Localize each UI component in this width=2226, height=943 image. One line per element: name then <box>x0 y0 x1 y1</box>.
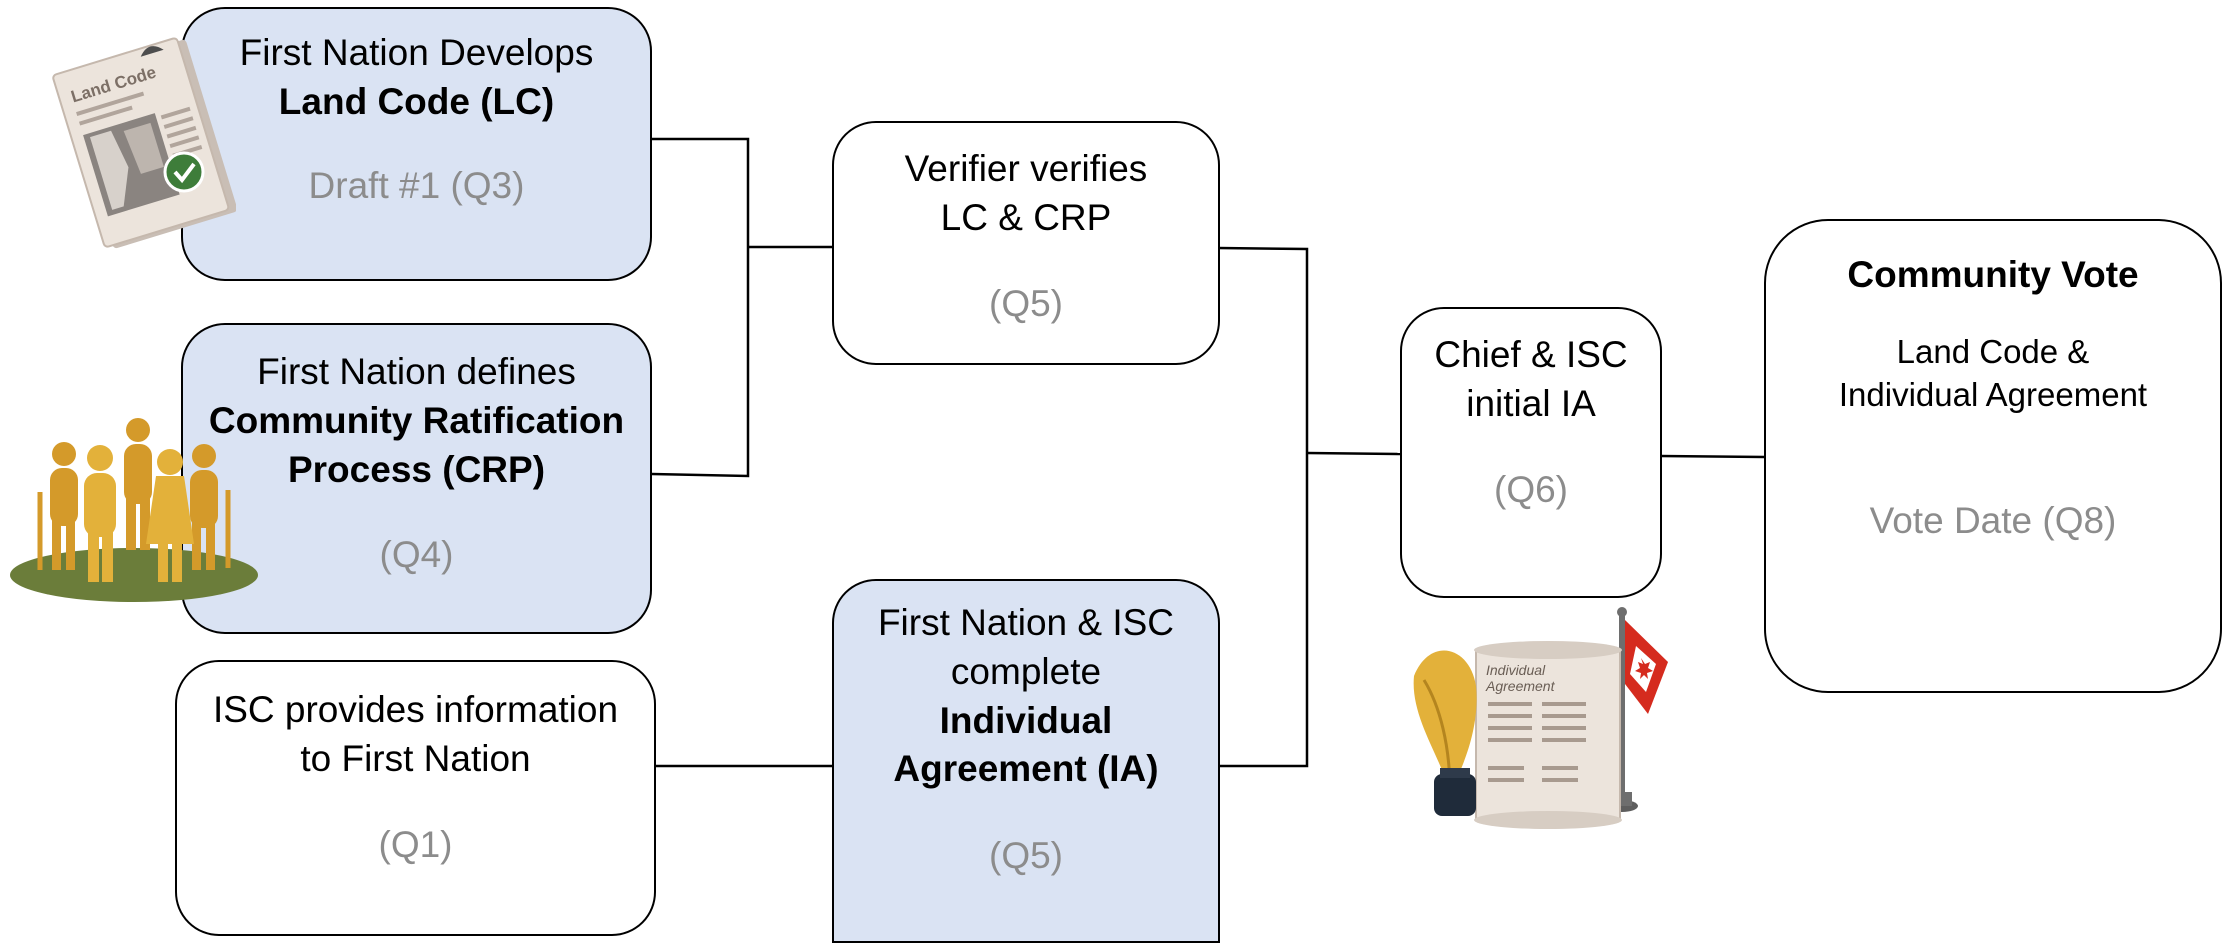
community-vote-box: Community Vote Land Code & Individual Ag… <box>1764 219 2222 693</box>
connector-lc-to-verifier <box>651 137 750 478</box>
chief-sub: (Q6) <box>1494 468 1568 510</box>
vote-title: Community Vote <box>1847 254 2139 295</box>
land-code-title: First Nation Develops <box>239 32 594 73</box>
ia-line-1: First Nation & ISC <box>877 602 1175 643</box>
crp-box: First Nation defines Community Ratificat… <box>181 323 652 634</box>
connector-verifier-ia-to-chief <box>1217 246 1309 768</box>
land-code-booklet-icon: Land Code <box>52 37 236 249</box>
isc-info-line-2: to First Nation <box>300 737 531 779</box>
community-people-icon <box>10 418 258 602</box>
scroll-title-1: Individual <box>1486 662 1546 678</box>
ia-bold-2: Agreement (IA) <box>893 748 1159 790</box>
ia-line-2: complete <box>950 650 1102 692</box>
vote-line-1: Land Code & <box>1896 332 2090 370</box>
individual-agreement-box: First Nation & ISC complete Individual A… <box>832 579 1220 943</box>
isc-info-line-1: ISC provides information <box>212 689 619 730</box>
isc-info-sub: (Q1) <box>378 823 453 865</box>
land-code-bold: Land Code (LC) <box>278 80 555 122</box>
isc-info-box: ISC provides information to First Nation… <box>175 660 656 936</box>
crp-bold-2: Process (CRP) <box>287 448 546 490</box>
vote-sub: Vote Date (Q8) <box>1869 499 2117 541</box>
chief-line-2: initial IA <box>1466 382 1596 424</box>
vote-line-2: Individual Agreement <box>1838 376 2148 414</box>
verifier-sub: (Q5) <box>989 282 1063 324</box>
connector-bracket-to-chief <box>1306 451 1401 456</box>
ia-sub: (Q5) <box>989 835 1063 877</box>
chief-isc-box: Chief & ISC initial IA (Q6) <box>1400 307 1662 598</box>
verifier-line-1: Verifier verifies <box>904 148 1148 189</box>
verifier-line-2: LC & CRP <box>940 196 1112 238</box>
crp-sub: (Q4) <box>379 534 454 576</box>
crp-bold-1: Community Ratification <box>208 399 625 441</box>
land-code-box: First Nation Develops Land Code (LC) Dra… <box>181 7 652 281</box>
ia-bold-1: Individual <box>939 699 1113 741</box>
agreement-scroll-flag-icon: Individual Agreement <box>1413 607 1668 829</box>
connector-chief-to-vote <box>1659 454 1766 459</box>
scroll-title-2: Agreement <box>1485 678 1556 694</box>
chief-line-1: Chief & ISC <box>1434 334 1628 375</box>
verifier-box: Verifier verifies LC & CRP (Q5) <box>832 121 1220 365</box>
crp-title: First Nation defines <box>257 351 576 392</box>
land-code-sub: Draft #1 (Q3) <box>308 164 525 206</box>
